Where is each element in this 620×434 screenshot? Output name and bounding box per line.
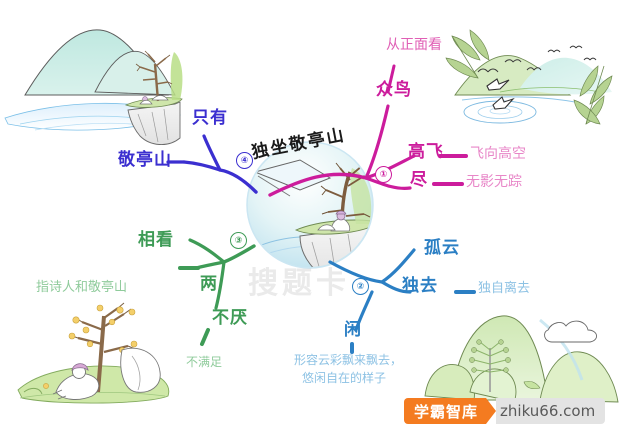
note-shiren: 指诗人和敬亭山 [36,280,128,295]
watermark-brand: 学霸智库 [404,398,487,424]
label-xian: 闲 [344,320,361,340]
label-zhiyou: 只有 [192,108,228,128]
note-wuyingwuzong: 无影无踪 [466,174,522,190]
note-bumanzu: 不满足 [186,355,223,369]
label-jin: 尽 [410,170,427,190]
label-jingtingshan: 敬亭山 [118,150,172,170]
bottom-right-illustration [424,315,619,403]
label-gaofei: 高飞 [408,142,444,162]
top-left-illustration [4,29,183,145]
label-liang: 两 [200,274,217,294]
badge-3: ③ [230,232,247,249]
label-guyun: 孤云 [424,238,460,258]
branch-line-4 [166,134,258,194]
watermark-domain: zhiku66.com [496,398,606,424]
note-duzilique: 独自离去 [478,281,531,296]
note-congzhengmiankan: 从正面看 [386,37,442,53]
badge-4: ④ [236,152,253,169]
ghost-watermark: 搜题卡 [248,266,350,301]
watermark[interactable]: 学霸智库 zhiku66.com [404,398,606,424]
branch-line-3 [178,238,256,346]
label-xiangkan: 相看 [138,230,174,250]
note-xian-line1: 形容云彩飘来飘去， [294,353,403,367]
watermark-arrow-icon [486,398,497,424]
label-zhongniao: 众鸟 [376,80,412,100]
note-feixianggaokong: 飞向高空 [470,146,526,162]
badge-2: ② [352,278,369,295]
branch-line-1 [268,64,468,197]
badge-1: ① [375,166,392,183]
note-xian-line2: 悠闲自在的样子 [302,371,387,385]
branch-line-2 [328,248,476,354]
label-buyan: 不厌 [212,308,248,328]
bottom-left-illustration [17,302,170,404]
top-right-illustration [445,29,613,125]
label-duqu: 独去 [402,276,438,296]
